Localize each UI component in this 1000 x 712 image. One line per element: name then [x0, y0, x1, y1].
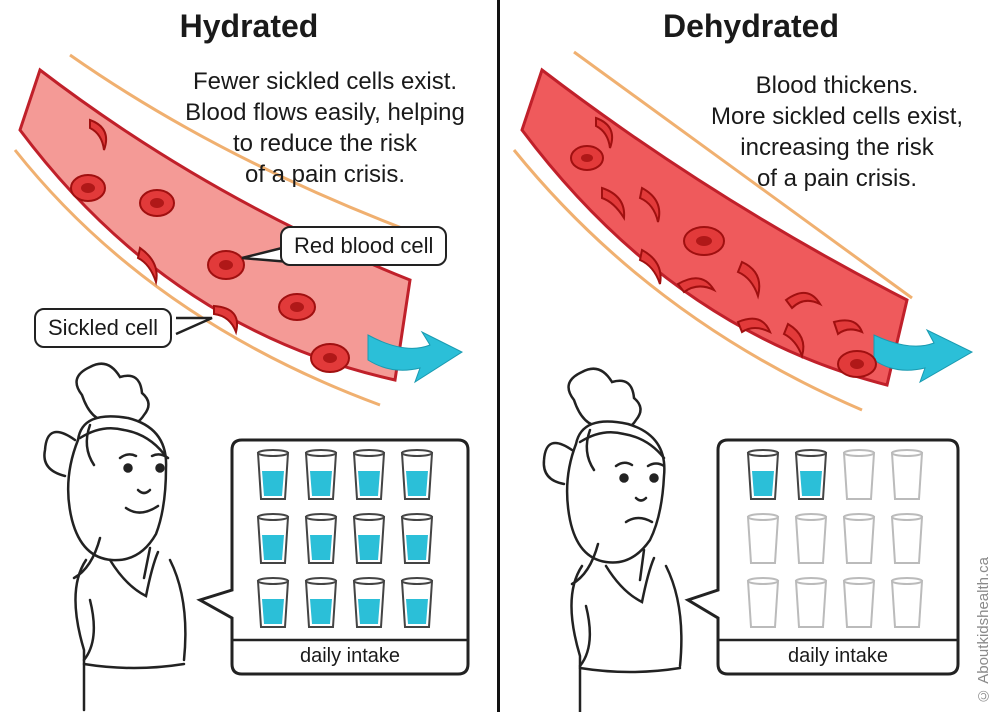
description-line: increasing the risk	[740, 134, 934, 161]
water-glass-icon-full	[304, 449, 338, 500]
sickled-cell	[638, 186, 661, 223]
panel-description: Fewer sickled cells exist. Blood flows e…	[150, 66, 498, 190]
vessel-outer-line-top	[573, 50, 913, 300]
intake-label: daily intake	[299, 645, 401, 667]
sickled-cell	[601, 186, 626, 222]
description-line: of a pain crisis.	[756, 165, 918, 192]
water-glass-icon-empty	[890, 577, 924, 628]
water-glass-icon-full	[400, 577, 434, 628]
panel-description: Blood thickens. More sickled cells exist…	[672, 70, 1000, 194]
water-glass-icon-full	[304, 577, 338, 628]
red-blood-cell	[310, 343, 350, 373]
water-glass-icon-empty	[842, 513, 876, 564]
sickled-cell	[736, 260, 761, 300]
red-blood-cell	[139, 189, 175, 217]
water-glass-icon-empty	[794, 513, 828, 564]
description-line: More sickled cells exist,	[710, 103, 964, 130]
sickled-cell	[638, 248, 662, 285]
girl-illustration	[43, 362, 187, 712]
water-glass-icon-full	[352, 577, 386, 628]
sickled-cell-callout: Sickled cell	[34, 308, 173, 348]
water-glass-icon-full	[256, 577, 290, 628]
panel-title: Hydrated	[179, 8, 319, 44]
water-glass-icon-full	[256, 513, 290, 564]
water-glass-icon-full	[352, 513, 386, 564]
hydrated-illustration	[13, 53, 470, 712]
red-blood-cell	[207, 250, 245, 280]
glass-grid	[746, 449, 924, 628]
vessel-outer-line-bottom	[512, 149, 863, 412]
water-glass-icon-empty	[746, 577, 780, 628]
sickled-cell	[136, 246, 158, 286]
glass-grid	[256, 449, 434, 628]
vessel-outer-line-bottom	[13, 149, 381, 407]
sickled-cell	[676, 277, 717, 294]
sickled-cell	[784, 292, 823, 310]
panel-divider	[497, 0, 500, 712]
water-glass-icon-full	[352, 449, 386, 500]
water-glass-icon-empty	[890, 513, 924, 564]
water-glass-icon-empty	[890, 449, 924, 500]
sickled-cell	[736, 317, 772, 335]
sickled-cell	[213, 304, 238, 336]
dehydrated-illustration	[512, 50, 974, 712]
water-glass-icon-empty	[842, 449, 876, 500]
red-blood-cell	[570, 145, 604, 171]
sickled-cell	[832, 319, 864, 336]
copyright-text: © Aboutkidshealth.ca	[975, 556, 992, 704]
dehydrated-panel: Dehydrated Blood thickens. More sickled …	[502, 0, 1000, 712]
sickled-cell	[782, 322, 805, 360]
water-glass-icon-empty	[842, 577, 876, 628]
water-glass-icon-empty	[746, 513, 780, 564]
red-blood-cell	[278, 293, 316, 321]
sickled-cell	[595, 116, 614, 149]
water-glass-icon-full	[794, 449, 828, 500]
description-line: Blood flows easily, helping	[185, 99, 465, 126]
water-glass-icon-full	[400, 449, 434, 500]
flow-arrow-icon	[367, 330, 464, 384]
red-blood-cell	[683, 226, 725, 256]
description-line: Fewer sickled cells exist.	[192, 68, 458, 95]
description-line: Blood thickens.	[755, 72, 919, 99]
water-glass-icon-full	[256, 449, 290, 500]
hydrated-panel: Hydrated Fewer sickled cells exist. Bloo…	[0, 0, 498, 712]
description-line: to reduce the risk	[232, 130, 418, 157]
callout-pointer	[241, 244, 291, 264]
sickled-cell	[89, 118, 108, 151]
callout-pointer	[175, 316, 213, 336]
intake-label: daily intake	[787, 645, 889, 667]
panel-title: Dehydrated	[662, 8, 840, 44]
water-glass-icon-full	[304, 513, 338, 564]
red-blood-cell	[837, 350, 877, 378]
description-line: of a pain crisis.	[244, 161, 406, 188]
vessel-outer-line-top	[69, 53, 421, 237]
flow-arrow-icon	[873, 328, 974, 384]
girl-illustration	[542, 367, 683, 712]
red-blood-cell	[70, 174, 106, 202]
blood-vessel	[520, 67, 909, 387]
red-blood-cell-callout: Red blood cell	[280, 226, 448, 266]
water-glass-icon-full	[400, 513, 434, 564]
water-glass-icon-full	[746, 449, 780, 500]
water-glass-icon-empty	[794, 577, 828, 628]
